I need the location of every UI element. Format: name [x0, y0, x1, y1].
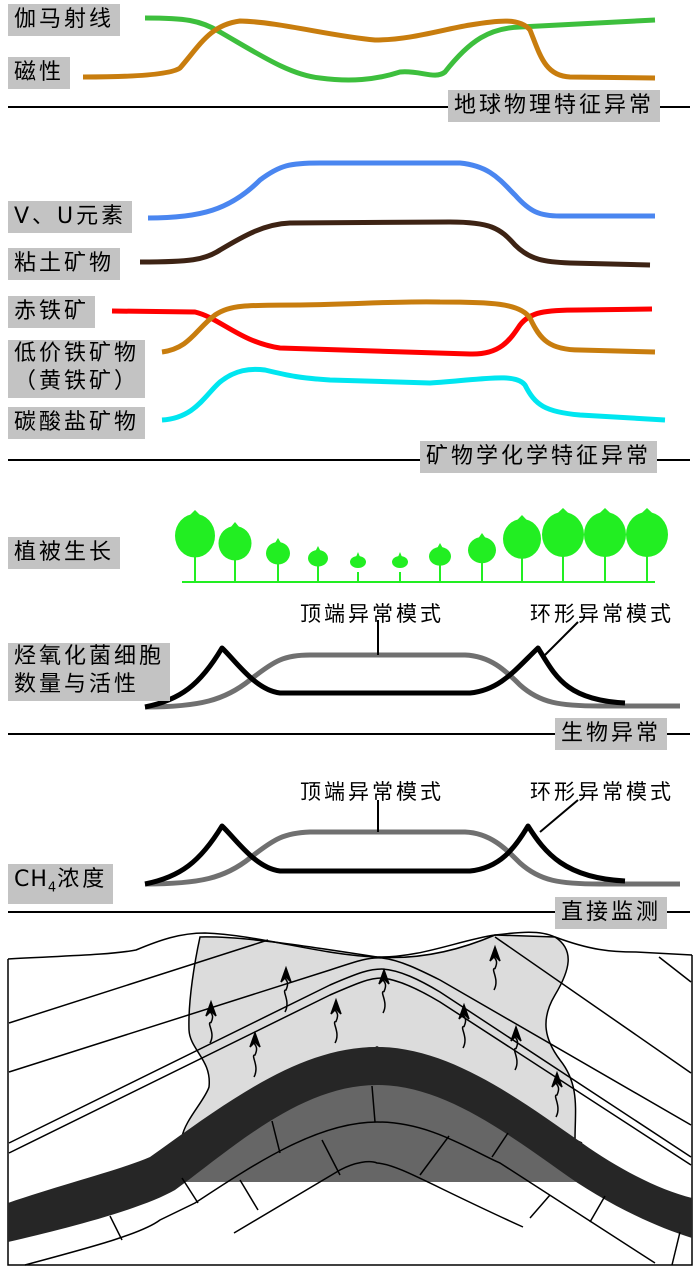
gas-migration-arrows [205, 944, 563, 1118]
vu-curve [147, 160, 655, 221]
magnetic-curve [82, 18, 656, 81]
frame [7, 955, 693, 1266]
tree-icon [542, 508, 584, 582]
tree-icon [266, 538, 290, 582]
geophysics-section-label: 地球物理特征异常 [448, 90, 661, 122]
carbonate-curve [161, 366, 666, 423]
stratum-line [8, 957, 692, 1126]
arrow-icon [280, 965, 292, 1013]
annular-mode-label: 环形异常模式 [530, 602, 674, 626]
tree-icon [584, 508, 626, 582]
ch4-apical-curve [144, 829, 680, 887]
ch4-formula: CH [14, 867, 48, 892]
mineral-section-label: 矿物学化学特征异常 [420, 441, 658, 473]
tree-icon [350, 552, 366, 582]
arrow-icon [551, 1070, 563, 1118]
arrow-icon [249, 1030, 261, 1078]
ch4-subscript: 4 [47, 880, 58, 896]
geologic-cross-section [7, 931, 693, 1266]
low-fe-label-line2: （黄铁矿） [14, 369, 140, 394]
annular-pointer-2 [539, 799, 579, 833]
surface-line [7, 931, 693, 960]
low-fe-label-line1: 低价铁矿物 [14, 341, 140, 366]
bio-section-label: 生物异常 [555, 718, 668, 750]
arrow-icon [205, 999, 217, 1044]
tree-icon [218, 522, 252, 582]
arrow-icon [489, 944, 501, 991]
apical-mode-label: 顶端异常模式 [300, 602, 444, 626]
seal-layer [8, 1047, 692, 1242]
annular-mode-label-2: 环形异常模式 [530, 780, 674, 804]
tree-icon [429, 543, 451, 582]
clay-curve [139, 219, 651, 268]
bacteria-label-line2: 数量与活性 [14, 672, 140, 697]
reservoir-arch [24, 1121, 656, 1266]
stratum-line [8, 939, 269, 1024]
reservoir-arch [233, 1160, 524, 1234]
magnetic-label: 磁性 [8, 57, 71, 89]
tree-icon [503, 515, 541, 582]
apical-mode-label-2: 顶端异常模式 [300, 780, 444, 804]
arrow-icon [458, 1002, 470, 1049]
bacteria-label: 烃氧化菌细胞数量与活性 [8, 643, 171, 701]
ch4-label: CH4浓度 [8, 864, 114, 905]
vegetation-label: 植被生长 [8, 537, 121, 569]
tree-icon [468, 533, 496, 582]
stratum-line [8, 968, 692, 1158]
tree-icon [626, 508, 668, 582]
tree-icon [392, 552, 408, 582]
bio-apical-curve [144, 652, 680, 710]
ch4-text: 浓度 [57, 867, 108, 892]
vegetation-trees [175, 508, 668, 583]
bacteria-label-line1: 烃氧化菌细胞 [14, 644, 165, 669]
annular-pointer [544, 621, 579, 656]
hematite-label: 赤铁矿 [8, 296, 96, 328]
joint-lines [109, 1085, 681, 1266]
gamma-label: 伽马射线 [8, 4, 121, 36]
tree-icon [175, 510, 215, 582]
hematite-curve [111, 306, 653, 357]
vu-label: V、U元素 [8, 201, 133, 233]
stratum-line [494, 936, 692, 1074]
bio-annular-curve [144, 645, 626, 710]
gamma-curve [144, 15, 656, 83]
stratum-line [658, 956, 692, 983]
low-fe-label: 低价铁矿物 （黄铁矿） [8, 340, 146, 398]
carbonate-label: 碳酸盐矿物 [8, 407, 146, 439]
arrow-icon [378, 967, 390, 1014]
ch4-annular-curve [144, 823, 626, 887]
arrow-icon [330, 997, 342, 1044]
tree-icon [308, 546, 328, 582]
direct-section-label: 直接监测 [555, 897, 668, 929]
arrow-icon [510, 1024, 522, 1071]
clay-label: 粘土矿物 [8, 248, 121, 280]
low-fe-curve [161, 299, 656, 355]
